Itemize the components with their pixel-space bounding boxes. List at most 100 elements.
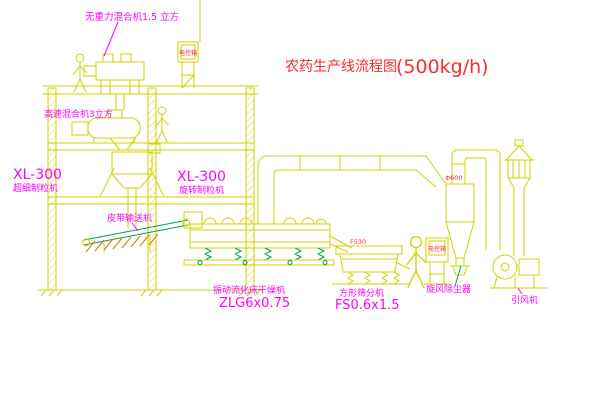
belt-lines <box>83 219 189 246</box>
wheel-1 <box>197 260 203 265</box>
label-control-box-right: 电控箱 <box>428 245 446 253</box>
sieve-body <box>339 253 399 273</box>
fan-base <box>490 275 548 289</box>
fan-scroll <box>492 254 518 280</box>
rotary-granulator-motor <box>147 143 161 154</box>
stack-pipe <box>513 188 525 256</box>
label-control-box-top: 电控箱 <box>179 49 197 57</box>
leader-lines <box>103 21 523 295</box>
gravity-mixer-inlet-right <box>120 53 132 63</box>
dryer-body <box>189 223 331 249</box>
leader-belt-conveyor <box>131 222 139 232</box>
operator-figure-floor2 <box>154 106 170 144</box>
dryer-base <box>183 259 335 266</box>
building-frame <box>38 0 262 297</box>
rotary-granulator-body <box>111 151 153 175</box>
wheel-4 <box>322 260 328 265</box>
operator-figure-ground <box>405 236 427 289</box>
building-floor3-beam <box>48 196 254 205</box>
leader-fan <box>517 287 523 295</box>
label-sieve-note: F530 <box>350 238 366 246</box>
control-panel-top-box <box>177 41 199 63</box>
cyclone-cone <box>445 221 475 259</box>
label-cyclone-dia: Φ600 <box>445 174 463 182</box>
building-roof-beam <box>42 85 258 95</box>
dryer-springs <box>203 247 326 261</box>
gravity-mixer <box>83 53 145 110</box>
control-panel-right-stand <box>424 262 452 285</box>
fluid-bed-dryer <box>183 211 353 266</box>
rotary-granulator-outlet <box>127 188 137 228</box>
high-speed-mixer-inlet <box>107 109 123 119</box>
label-dryer-model: ZLG6x0.75 <box>219 296 290 311</box>
exhaust-stack <box>504 139 534 256</box>
cyclone-cylinder <box>445 183 475 223</box>
gravity-mixer-discharge-pipe <box>115 94 125 110</box>
rotary-granulator-cone <box>110 173 154 189</box>
control-panel-right-inner <box>428 240 446 256</box>
rotary-granulator-legs <box>99 167 165 198</box>
label-belt-conveyor: 皮带输送机 <box>107 212 152 224</box>
control-panel-right <box>424 237 452 285</box>
sieve-top-frame <box>335 245 403 255</box>
ventilator-skirt <box>507 177 531 189</box>
wheel-3 <box>287 260 293 265</box>
fan-motor <box>518 258 540 276</box>
wheel-2 <box>242 260 248 265</box>
gravity-mixer-motor <box>83 65 97 77</box>
ventilator-cap <box>504 139 534 161</box>
leader-gravity-mixer <box>103 21 119 57</box>
sieve-springs <box>347 271 400 285</box>
dryer-inlet-box <box>183 211 203 229</box>
fan-hub <box>500 262 510 272</box>
building-floor2-beam <box>48 142 254 151</box>
high-speed-mixer-motor <box>71 121 89 136</box>
diagram-title: 农药生产线流程图 <box>285 59 397 75</box>
belt-roller-left <box>82 238 90 247</box>
label-dryer-name: 振动流化床干燥机 <box>213 284 285 296</box>
leader-cyclone <box>454 265 462 287</box>
building-ground-hatch <box>40 289 261 297</box>
label-sieve-name: 方形筛分机 <box>339 287 384 299</box>
gravity-mixer-body <box>95 61 145 81</box>
gravity-mixer-inlet-left <box>102 53 114 63</box>
dryer-body-lines <box>190 229 330 243</box>
sieve-outlet <box>394 261 411 270</box>
high-speed-mixer-discharge <box>109 137 137 151</box>
control-panel-top <box>177 41 199 89</box>
duct-inner-line <box>273 157 487 250</box>
high-speed-mixer <box>71 109 141 151</box>
cyclone-separator <box>445 163 475 276</box>
diagram-title-capacity: (500kg/h) <box>396 56 489 78</box>
label-cyclone: 旋风除尘器 <box>426 283 471 295</box>
control-panel-top-stand <box>181 62 195 89</box>
label-granulator-left-name: 超细制粒机 <box>13 182 58 194</box>
duct-outer-line <box>257 149 501 250</box>
label-fan: 引风机 <box>511 294 538 306</box>
building-column-middle <box>147 87 157 291</box>
rotary-granulator <box>99 143 165 228</box>
control-panel-top-inner <box>180 44 196 60</box>
label-granulator-mid-name: 旋转制粒机 <box>179 184 224 196</box>
control-panel-right-box <box>425 237 449 263</box>
exhaust-duct-main <box>257 149 501 250</box>
gravity-mixer-legs <box>100 80 140 94</box>
induced-draft-fan <box>490 254 548 289</box>
cyclone-dust-outlet <box>450 258 470 276</box>
label-granulator-left-model: XL-300 <box>13 167 62 183</box>
square-sieve <box>332 245 411 285</box>
belt-conveyor <box>82 218 190 253</box>
cyclone-vortex-tube <box>451 163 466 185</box>
dryer-domes <box>203 217 327 225</box>
label-sieve-model: FS0.6x1.5 <box>335 298 400 313</box>
label-high-speed-mixer: 高速混合机3立方 <box>44 108 113 120</box>
label-gravity-mixer: 无重力混合机1.5 立方 <box>85 11 179 23</box>
belt-roller-right <box>182 218 190 227</box>
high-speed-mixer-body <box>87 117 141 139</box>
duct-flanges <box>299 156 381 170</box>
dryer-base-wheels <box>197 260 328 265</box>
ground-hatch-conveyor <box>85 233 159 253</box>
dryer-discharge-chute <box>329 235 353 253</box>
ventilator-louvers <box>512 160 526 178</box>
